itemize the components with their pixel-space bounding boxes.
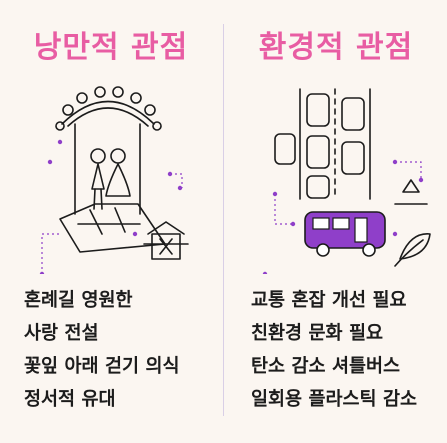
environmental-perspective-panel: 환경적 관점 bbox=[225, 0, 447, 443]
environmental-title: 환경적 관점 bbox=[258, 30, 414, 65]
environmental-line-3: 탄소 감소 셔틀버스 bbox=[251, 356, 401, 377]
wedding-couple-illustration bbox=[39, 86, 189, 274]
romantic-line-2: 사랑 전설 bbox=[24, 323, 99, 344]
shuttle-bus-illustration bbox=[262, 88, 431, 274]
environmental-line-2: 친환경 문화 필요 bbox=[251, 323, 384, 344]
romantic-line-4: 정서적 유대 bbox=[24, 389, 116, 410]
environmental-line-1: 교통 혼잡 개선 필요 bbox=[251, 290, 407, 311]
column-divider bbox=[223, 24, 224, 416]
environmental-line-4: 일회용 플라스틱 감소 bbox=[251, 389, 418, 410]
environmental-text-list: 교통 혼잡 개선 필요 친환경 문화 필요 탄소 감소 셔틀버스 일회용 플라스… bbox=[251, 284, 447, 416]
romantic-line-3: 꽃잎 아래 걷기 의식 bbox=[24, 356, 180, 377]
romantic-perspective-panel: 낭만적 관점 bbox=[0, 0, 222, 443]
romantic-title: 낭만적 관점 bbox=[33, 30, 189, 65]
romantic-text-list: 혼례길 영원한 사랑 전설 꽃잎 아래 걷기 의식 정서적 유대 bbox=[24, 284, 222, 416]
romantic-line-1: 혼례길 영원한 bbox=[24, 290, 133, 311]
